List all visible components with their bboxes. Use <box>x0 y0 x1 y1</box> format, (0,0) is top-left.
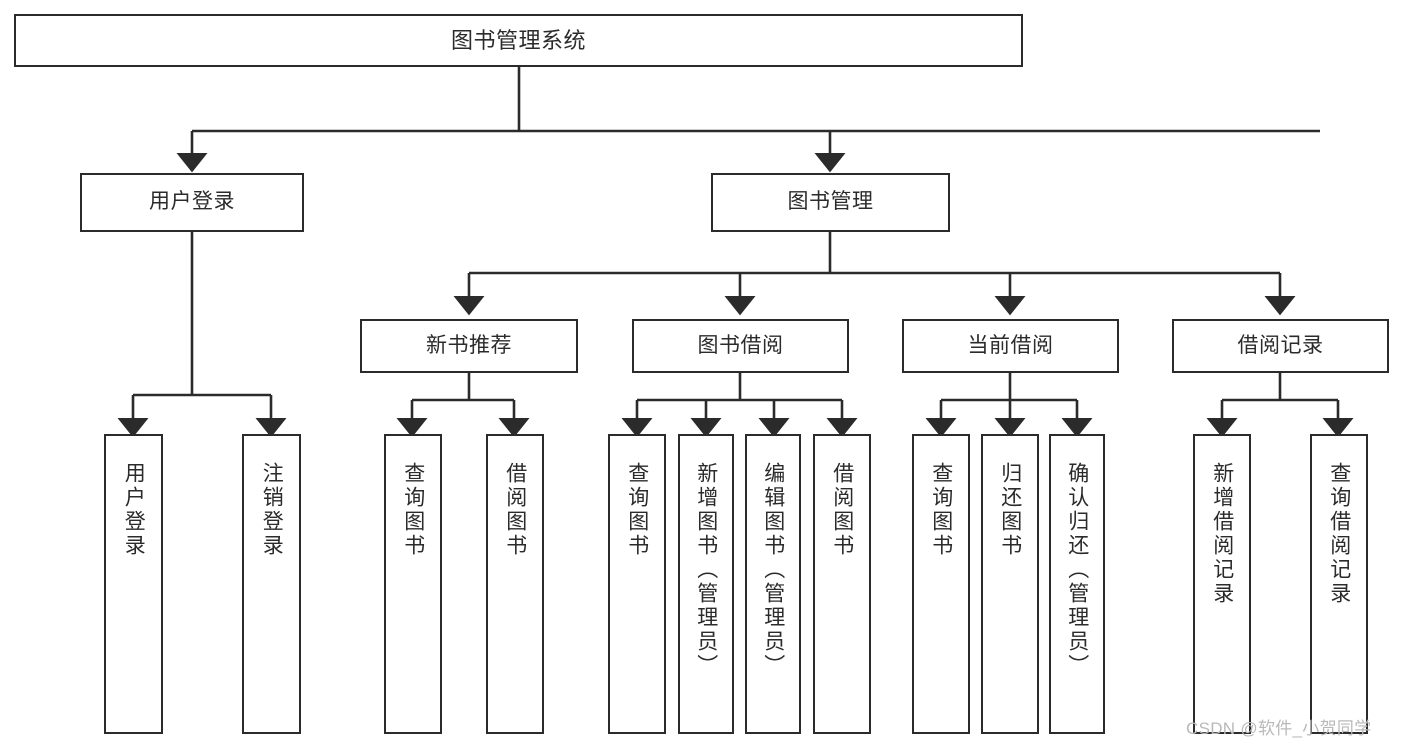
node-borrow-record[interactable]: 借阅记录 <box>1172 319 1389 373</box>
leaf-query-borrow-record[interactable]: 查询借阅记录 <box>1310 434 1368 734</box>
node-label: 用户登录 <box>122 462 146 558</box>
node-label: 借阅记录 <box>1237 333 1324 357</box>
node-label: 用户登录 <box>149 190 235 214</box>
leaf-query-book-borrow[interactable]: 查询图书 <box>608 434 666 734</box>
leaf-query-book-current[interactable]: 查询图书 <box>912 434 970 734</box>
node-label: 归还图书 <box>998 462 1022 558</box>
node-label: 新增借阅记录 <box>1210 462 1234 606</box>
node-book-management[interactable]: 图书管理 <box>711 173 950 232</box>
node-label: 编辑图书（管理员） <box>761 462 785 678</box>
node-label: 查询图书 <box>929 462 953 558</box>
node-label: 当前借阅 <box>967 333 1054 357</box>
leaf-query-book-recommend[interactable]: 查询图书 <box>384 434 442 734</box>
leaf-return-book[interactable]: 归还图书 <box>981 434 1039 734</box>
node-user-login[interactable]: 用户登录 <box>80 173 304 232</box>
node-label: 查询图书 <box>625 462 649 558</box>
node-label: 注销登录 <box>260 462 284 558</box>
node-label: 新增图书（管理员） <box>694 462 718 678</box>
node-label: 图书管理系统 <box>450 27 586 53</box>
node-label: 图书借阅 <box>697 333 784 357</box>
leaf-borrow-book-recommend[interactable]: 借阅图书 <box>486 434 544 734</box>
node-label: 借阅图书 <box>830 462 854 558</box>
node-label: 查询图书 <box>401 462 425 558</box>
node-book-borrow[interactable]: 图书借阅 <box>632 319 849 373</box>
csdn-watermark: CSDN @软件_小贺同学 <box>1186 719 1372 738</box>
node-label: 查询借阅记录 <box>1327 462 1351 606</box>
leaf-add-borrow-record[interactable]: 新增借阅记录 <box>1193 434 1251 734</box>
node-label: 图书管理 <box>787 190 874 214</box>
leaf-edit-book-admin[interactable]: 编辑图书（管理员） <box>745 434 801 734</box>
leaf-user-login[interactable]: 用户登录 <box>104 434 163 734</box>
leaf-borrow-book[interactable]: 借阅图书 <box>813 434 871 734</box>
node-label: 确认归还（管理员） <box>1065 462 1089 678</box>
node-label: 借阅图书 <box>503 462 527 558</box>
leaf-add-book-admin[interactable]: 新增图书（管理员） <box>678 434 734 734</box>
node-root-book-management-system[interactable]: 图书管理系统 <box>14 14 1023 67</box>
node-label: 新书推荐 <box>426 333 512 357</box>
leaf-logout[interactable]: 注销登录 <box>242 434 301 734</box>
node-current-borrow[interactable]: 当前借阅 <box>902 319 1119 373</box>
leaf-confirm-return-admin[interactable]: 确认归还（管理员） <box>1049 434 1105 734</box>
node-new-book-recommend[interactable]: 新书推荐 <box>360 319 578 373</box>
